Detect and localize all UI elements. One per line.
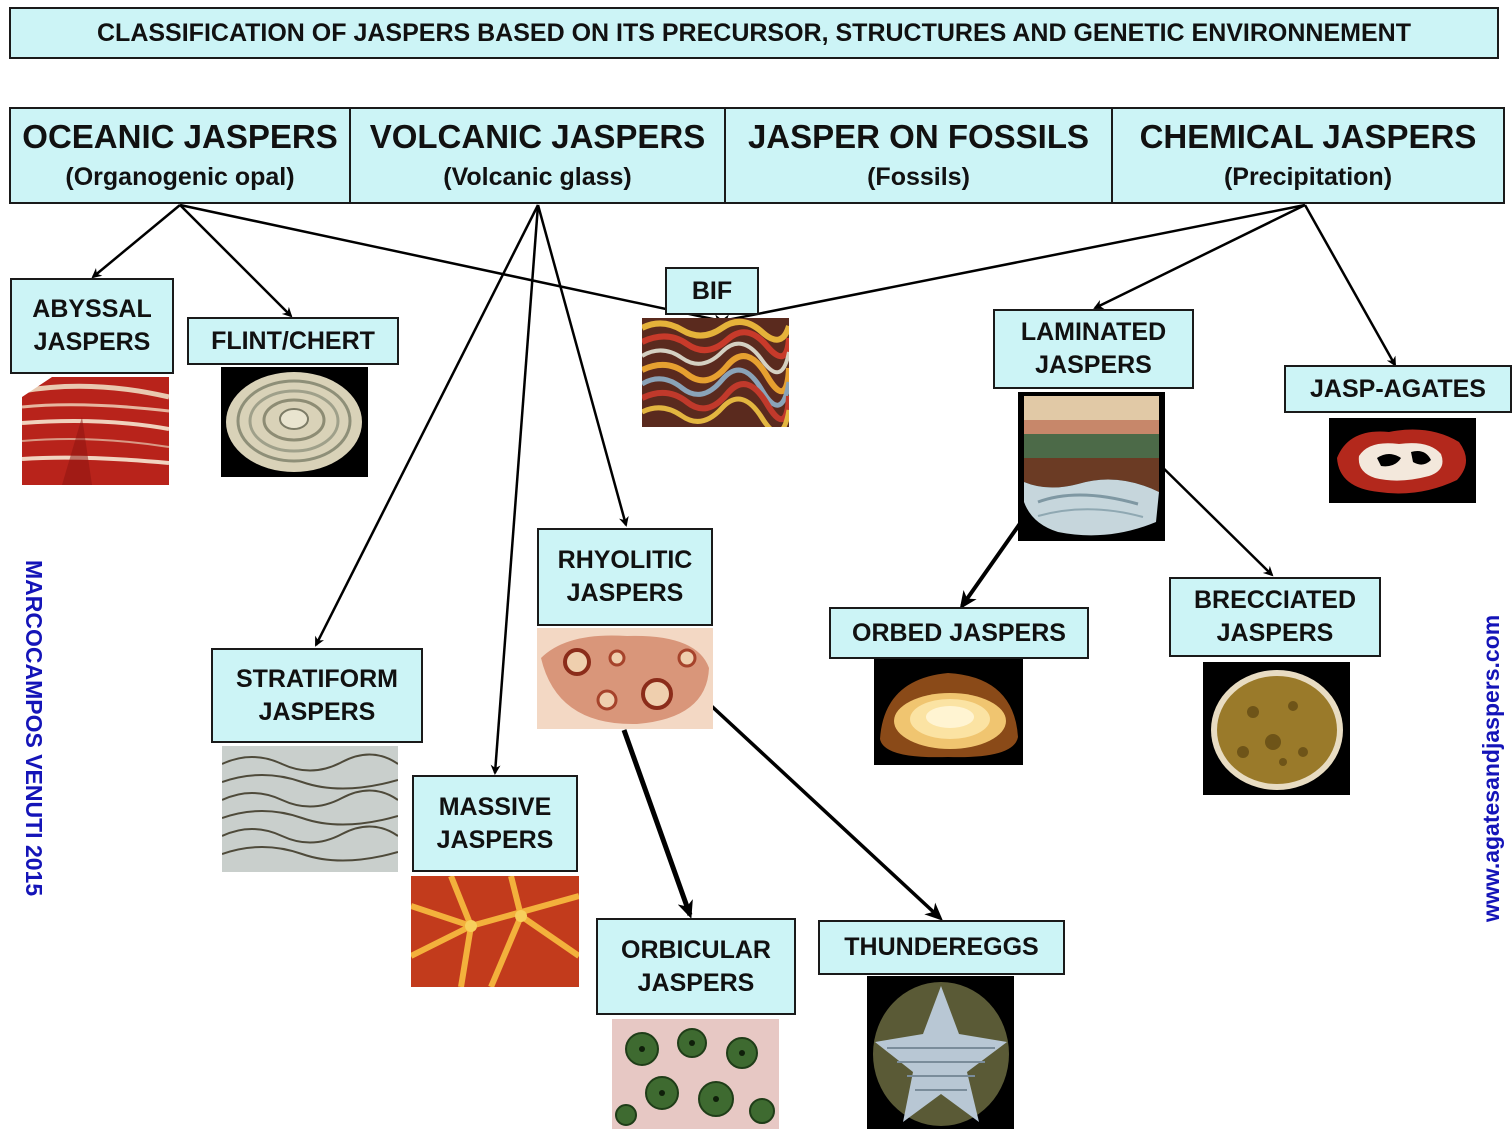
category-name: JASPER ON FOSSILS [747,117,1090,155]
laminated-jasper-image [1018,392,1165,541]
node-abyssal-jaspers: ABYSSAL JASPERS [10,278,174,374]
diagram-title: CLASSIFICATION OF JASPERS BASED ON ITS P… [9,7,1499,59]
node-label: JASPERS [258,697,376,726]
node-stratiform-jaspers: STRATIFORM JASPERS [211,648,423,743]
node-label: JASPERS [33,328,151,356]
arrow-volcanic-rhyolitic [536,204,629,527]
category-name: OCEANIC JASPERS [22,117,338,155]
massive-jasper-image [411,876,579,987]
node-jasp-agates: JASP-AGATES [1284,365,1512,413]
node-orbicular-jaspers: ORBICULAR JASPERS [596,918,796,1015]
node-label: JASPERS [566,579,684,607]
node-thundereggs: THUNDEREGGS [818,920,1065,975]
node-rhyolitic-jaspers: RHYOLITIC JASPERS [537,528,713,626]
arrow-oceanic-flint [179,204,293,318]
arrow-volcanic-stratiform [314,204,540,647]
category-fossils: JASPER ON FOSSILS (Fossils) [726,109,1113,202]
orbicular-jasper-image [612,1019,779,1129]
author-credit: MARCOCAMPOS VENUTI 2015 [21,560,47,897]
node-label: JASPERS [1035,351,1152,379]
node-label: MASSIVE [438,792,552,821]
category-subtitle: (Fossils) [867,163,970,192]
website-url[interactable]: www.agatesandjaspers.com [1478,614,1504,922]
node-label: FLINT/CHERT [211,326,375,355]
arrow-laminated-brecciated [1149,454,1274,577]
node-massive-jaspers: MASSIVE JASPERS [412,775,578,872]
rhyolitic-jasper-image [537,628,713,729]
node-label: JASPERS [436,825,554,854]
arrow-oceanic-bif [179,203,724,325]
abyssal-jasper-image [22,377,169,485]
node-label: JASP-AGATES [1310,374,1486,403]
flint-chert-image [221,367,368,477]
category-row: OCEANIC JASPERS (Organogenic opal) VOLCA… [9,107,1505,204]
arrow-rhyolitic-thundereggs [703,698,943,921]
jasp-agate-image [1329,418,1476,503]
node-brecciated-jaspers: BRECCIATED JASPERS [1169,577,1381,657]
node-label: BRECCIATED [1193,586,1357,614]
arrow-oceanic-abyssal [91,204,181,279]
category-name: VOLCANIC JASPERS [369,117,706,155]
node-label: BIF [691,276,733,305]
category-name: CHEMICAL JASPERS [1139,117,1477,155]
node-orbed-jaspers: ORBED JASPERS [829,607,1089,659]
arrow-chemical-laminated [1093,203,1306,310]
arrow-volcanic-massive [490,204,540,775]
node-label: ORBED JASPERS [852,618,1066,647]
arrow-rhyolitic-orbicular [621,729,693,919]
node-label: ORBICULAR [621,935,771,964]
arrow-chemical-jaspagates [1303,204,1397,367]
category-chemical: CHEMICAL JASPERS (Precipitation) [1113,109,1503,202]
bif-image [642,318,789,427]
node-flint-chert: FLINT/CHERT [187,317,399,365]
node-label: LAMINATED [1020,318,1167,346]
stratiform-jasper-image [222,746,398,872]
category-volcanic: VOLCANIC JASPERS (Volcanic glass) [351,109,726,202]
category-subtitle: (Volcanic glass) [443,163,632,192]
arrow-chemical-bif [720,203,1306,325]
category-subtitle: (Organogenic opal) [65,163,295,192]
thunderegg-image [867,976,1014,1129]
node-label: JASPERS [637,968,755,997]
node-label: STRATIFORM [235,664,398,693]
category-subtitle: (Precipitation) [1223,163,1393,192]
orbed-jasper-image [874,659,1023,765]
node-laminated-jaspers: LAMINATED JASPERS [993,309,1194,389]
node-label: RHYOLITIC [557,546,693,574]
node-label: THUNDEREGGS [844,933,1039,961]
category-oceanic: OCEANIC JASPERS (Organogenic opal) [11,109,351,202]
node-label: JASPERS [1216,619,1334,647]
node-label: ABYSSAL [32,295,152,323]
brecciated-jasper-image [1203,662,1350,795]
node-bif: BIF [665,267,759,315]
